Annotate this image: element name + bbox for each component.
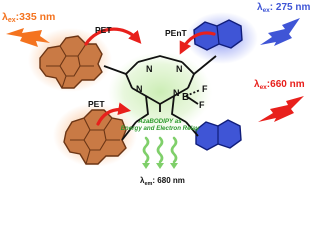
pyrene-top-left xyxy=(28,28,112,92)
lightning-bolt-icon xyxy=(258,96,304,122)
wavy-emission-arrow-icon xyxy=(142,136,178,164)
naphthalene-top-right xyxy=(186,12,258,64)
nitrogen-label: N xyxy=(146,64,153,74)
lambda-em-label: λem: 680 nm xyxy=(140,176,185,187)
pet-label-top: PET xyxy=(95,25,112,35)
azabodipy-diagram: λex:335 nm λex: 275 nm λex:660 nm xyxy=(2,2,310,187)
fluorine-label: F xyxy=(199,100,205,110)
naphthalene-bottom-right xyxy=(195,119,242,151)
pyrene-bottom-left xyxy=(53,103,137,167)
nitrogen-label: N xyxy=(176,64,183,74)
relay-caption-line1: AzaBODIPY as xyxy=(137,118,182,125)
lambda-ex-top-right-label: λex: 275 nm xyxy=(257,2,310,14)
azabodipy-core xyxy=(103,55,217,141)
curved-energy-transfer-arrow-icon xyxy=(84,27,216,126)
relay-caption-line2: Energy and Electron Relay xyxy=(121,125,200,132)
nitrogen-label: N xyxy=(173,88,180,98)
lightning-bolt-icon xyxy=(260,18,300,46)
nitrogen-label: N xyxy=(136,84,143,94)
boron-label: B xyxy=(182,92,189,103)
fluorine-label: F xyxy=(202,84,208,94)
azabodipy-glow xyxy=(108,52,212,132)
pent-label: PEnT xyxy=(165,28,188,38)
pet-label-bottom: PET xyxy=(88,99,105,109)
lambda-ex-left-label: λex:335 nm xyxy=(2,11,55,24)
lightning-bolt-icon xyxy=(6,28,50,47)
lambda-ex-right-label: λex:660 nm xyxy=(254,79,305,91)
